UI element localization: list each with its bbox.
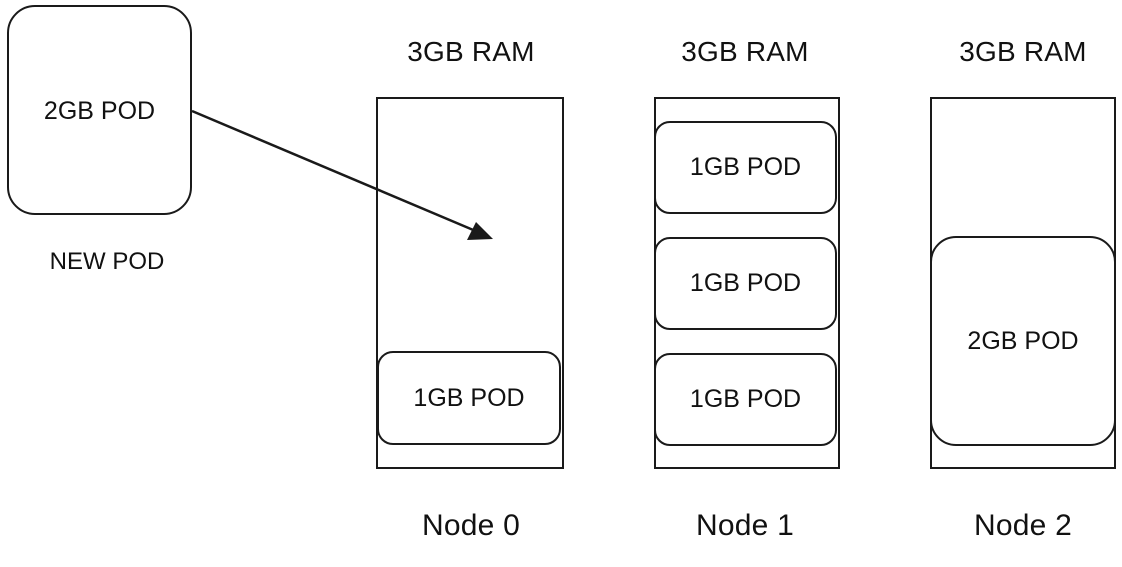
- node-0-pod-1: 1GB POD: [377, 351, 561, 445]
- node-1-pod-3: 1GB POD: [654, 353, 837, 446]
- node-1-ram-label: 3GB RAM: [681, 36, 809, 67]
- node-2-title: Node 2: [974, 509, 1072, 542]
- node-1-pod-2: 1GB POD: [654, 237, 837, 330]
- node-1-title: Node 1: [696, 509, 794, 542]
- node-2-ram-label: 3GB RAM: [959, 36, 1087, 67]
- node-1-pod-1: 1GB POD: [654, 121, 837, 214]
- node-2-pod-1: 2GB POD: [930, 236, 1116, 446]
- node-0-ram-label: 3GB RAM: [407, 36, 535, 67]
- new-pod-box: 2GB POD: [7, 5, 192, 215]
- node-0-title: Node 0: [422, 509, 520, 542]
- new-pod-caption: NEW POD: [49, 248, 165, 275]
- new-pod-label: 2GB POD: [43, 97, 156, 125]
